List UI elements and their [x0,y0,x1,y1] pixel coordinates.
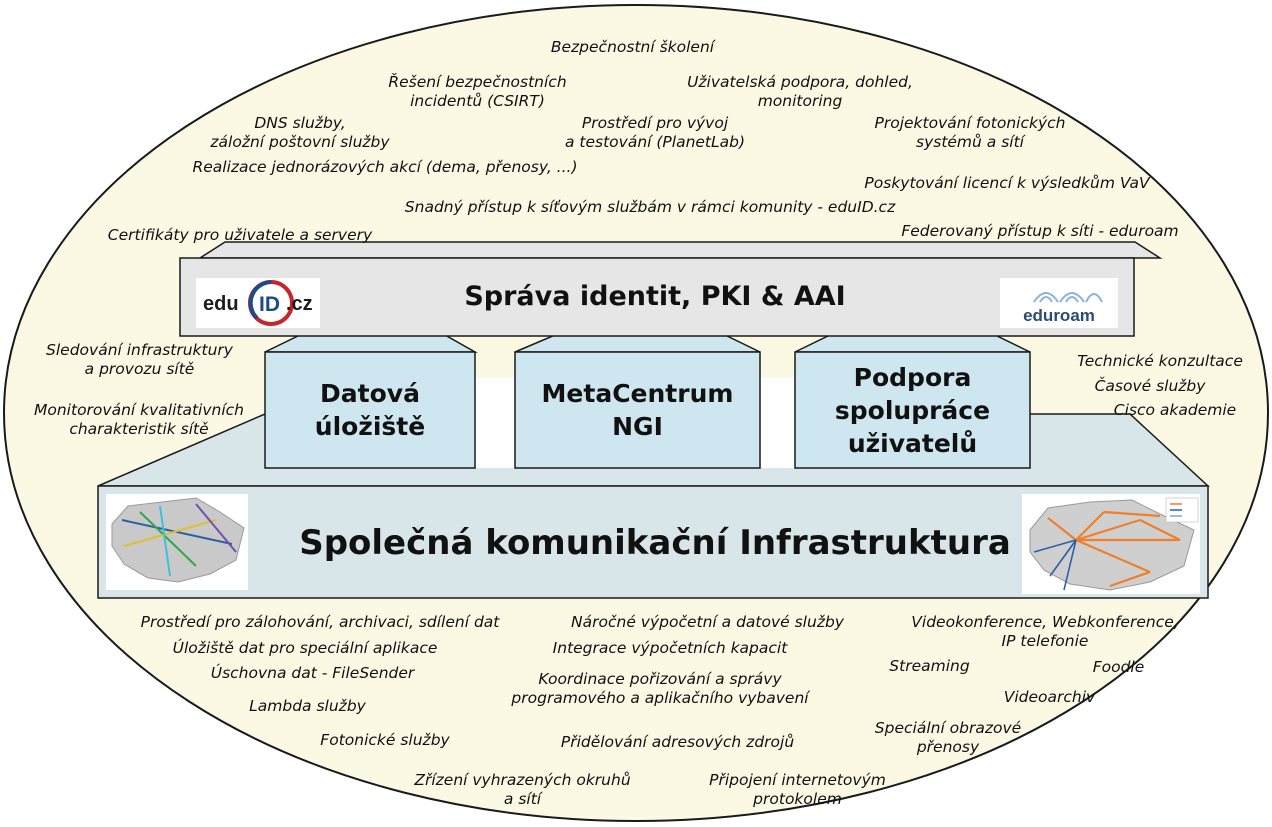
service-dedicated-circuits: Zřízení vyhrazených okruhů a sítí [414,771,631,808]
eduid-logo-id: ID [259,293,280,316]
service-planetlab: Prostředí pro vývoj a testování (PlanetL… [564,114,746,151]
service-infrastructure-monitoring: Sledování infrastruktury a provozu sítě [46,341,233,378]
service-eduid: Snadný přístup k síťovým službám v rámci… [404,198,896,216]
service-videoconference: Videokonference, Webkonference, IP telef… [911,613,1179,650]
czech-network-map-left [106,494,248,590]
service-technical-consulting: Technické konzultace [1077,352,1243,370]
service-foodle: Foodle [1092,658,1145,676]
middle-layer-title-collaboration: Podpora spolupráce uživatelů [834,363,991,458]
metacentrum-box [514,351,761,469]
service-certificates: Certifikáty pro uživatele a servery [107,226,373,244]
eduroam-logo-text: eduroam [1023,306,1095,325]
service-quality-monitoring: Monitorování kvalitativních charakterist… [34,401,244,438]
middle-center-roof [514,334,761,353]
eduid-logo: edu ID .cz [196,278,320,328]
service-videoarchive: Videoarchiv [1003,688,1096,706]
service-special-video: Speciální obrazové přenosy [874,719,1022,756]
podpora-spoluprace-box [794,351,1031,469]
eduid-logo-suffix: .cz [286,293,313,315]
service-compute-integration: Integrace výpočetních kapacit [552,639,788,657]
top-layer-title: Správa identit, PKI & AAI [464,281,846,312]
service-streaming: Streaming [889,657,970,675]
service-photonic: Fotonické služby [320,731,450,749]
service-csirt: Řešení bezpečnostních incidentů (CSIRT) [388,73,567,110]
service-photonic-design: Projektování fotonických systémů a sítí [874,114,1066,151]
datova-uloziste-box [264,351,476,469]
service-filesender: Úschovna dat - FileSender [210,664,415,682]
top-layer-box [179,257,1135,337]
service-backup-archiving: Prostředí pro zálohování, archivaci, sdí… [140,613,500,631]
middle-band [475,378,515,468]
service-one-time-events: Realizace jednorázových akcí (dema, přen… [192,158,578,176]
bottom-layer-title: Společná komunikační Infrastruktura [299,523,1011,563]
middle-layer-title-storage: Datová úložiště [314,379,426,441]
czech-network-map-right [1022,494,1200,594]
service-address-allocation: Přidělování adresových zdrojů [560,733,795,751]
service-ip-connectivity: Připojení internetovým protokolem [709,771,886,808]
service-software-coordination: Koordinace pořizování a správy programov… [511,670,809,707]
service-cisco-academy: Cisco akademie [1113,401,1237,419]
service-security-training: Bezpečnostní školení [550,38,715,56]
middle-left-roof [264,334,478,353]
middle-right-roof [794,334,1031,353]
service-eduroam: Federovaný přístup k síti - eduroam [901,222,1179,240]
service-rnd-licensing: Poskytování licencí k výsledkům VaV [864,174,1150,192]
middle-band-right [760,378,795,468]
eduroam-logo: eduroam [1000,278,1118,328]
service-dns: DNS služby, záložní poštovní služby [210,114,390,151]
service-time-services: Časové služby [1094,377,1206,395]
service-special-storage: Úložiště dat pro speciální aplikace [172,639,438,657]
service-lambda: Lambda služby [249,697,366,715]
service-hpc-data: Náročné výpočetní a datové služby [571,613,844,631]
eduid-logo-prefix: edu [203,293,239,315]
middle-layer-title-metacentrum: MetaCentrum NGI [541,379,734,441]
service-user-support: Uživatelská podpora, dohled, monitoring [687,73,913,110]
